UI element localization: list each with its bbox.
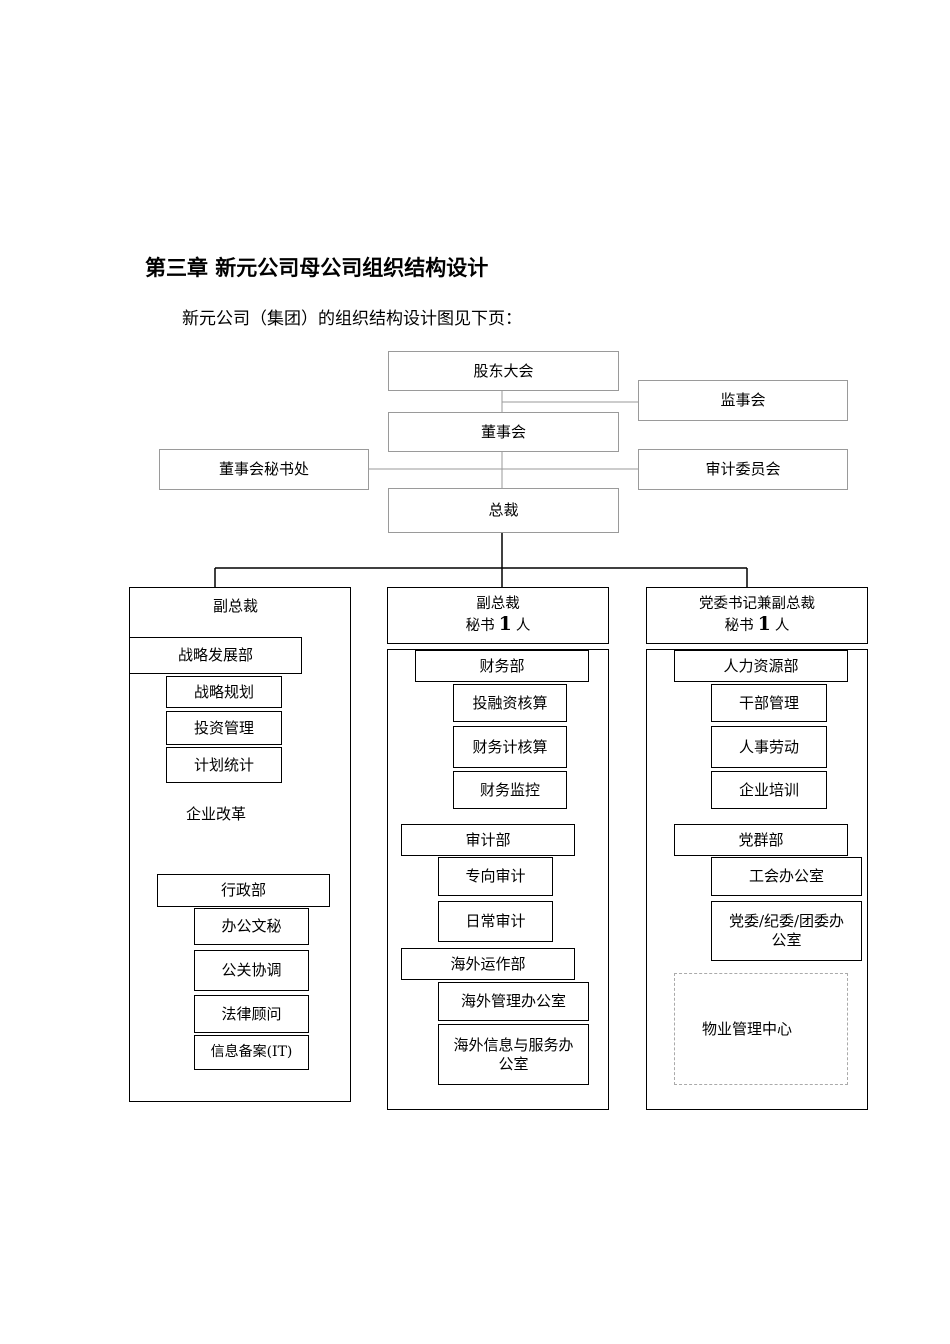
secretary-suffix: 人 [774,617,790,634]
finance-sub-box: 财务计核算 [453,726,567,768]
admin-sub-label: 信息备案(IT) [210,1044,293,1061]
party-sub-box: 党委/纪委/团委办公室 [711,901,862,961]
strategy-dept-label: 战略发展部 [177,646,253,665]
finance-dept-box: 财务部 [415,650,589,682]
party-dept-label: 党群部 [738,830,784,849]
finance-sub-box: 财务监控 [453,771,567,809]
board-label: 董事会 [480,422,526,441]
party-dept-box: 党群部 [674,824,848,856]
admin-sub-label: 法律顾问 [221,1004,282,1023]
strategy-dept-box: 战略发展部 [129,637,302,674]
admin-sub-label: 公关协调 [221,961,282,980]
audit-sub-label: 专向审计 [465,867,526,886]
secretary-suffix: 人 [515,617,531,634]
board-box: 董事会 [388,412,619,452]
party-sub-box: 工会办公室 [711,857,862,896]
admin-sub-box: 法律顾问 [194,995,309,1033]
audit-dept-label: 审计部 [465,830,511,849]
middle-head-label: 副总裁 [476,595,520,612]
hr-sub-label: 人事劳动 [738,737,799,756]
hr-sub-label: 干部管理 [738,693,799,712]
party-sub-label: 党委/纪委/团委办公室 [728,912,845,949]
overseas-sub-label: 海外管理办公室 [460,992,566,1011]
audit-dept-box: 审计部 [401,824,575,856]
hr-sub-label: 企业培训 [738,780,799,799]
admin-dept-box: 行政部 [157,874,330,907]
left-head-label: 副总裁 [213,597,259,615]
hr-sub-box: 企业培训 [711,771,827,809]
admin-sub-box: 信息备案(IT) [194,1035,309,1070]
hr-dept-label: 人力资源部 [723,656,799,675]
admin-sub-box: 办公文秘 [194,908,309,945]
finance-sub-label: 财务监控 [479,780,540,799]
secretary-prefix: 秘书 [465,617,495,634]
finance-sub-label: 财务计核算 [472,737,548,756]
supervisors-label: 监事会 [720,391,766,410]
audit-committee-label: 审计委员会 [705,460,781,479]
board-secretariat-label: 董事会秘书处 [218,460,309,479]
president-label: 总裁 [488,501,519,520]
secretary-count: 1 [498,612,512,635]
strategy-sub-box: 战略规划 [166,676,282,708]
hr-sub-box: 人事劳动 [711,726,827,768]
finance-dept-label: 财务部 [479,656,525,675]
strategy-sub-label: 战略规划 [193,682,254,701]
finance-sub-box: 投融资核算 [453,684,567,722]
hr-dept-box: 人力资源部 [674,650,848,682]
enterprise-reform-label: 企业改革 [186,805,247,823]
hr-sub-box: 干部管理 [711,684,827,722]
strategy-sub-label: 计划统计 [193,755,254,774]
property-center-label: 物业管理中心 [702,1020,793,1038]
president-box: 总裁 [388,488,619,533]
finance-sub-label: 投融资核算 [472,693,548,712]
chapter-heading: 第三章 新元公司母公司组织结构设计 [145,256,489,280]
strategy-sub-box: 计划统计 [166,747,282,783]
shareholders-box: 股东大会 [388,351,619,391]
overseas-dept-label: 海外运作部 [450,954,526,973]
shareholders-label: 股东大会 [473,361,534,380]
intro-text: 新元公司（集团）的组织结构设计图见下页： [182,309,522,329]
party-sub-label: 工会办公室 [748,867,824,886]
strategy-sub-box: 投资管理 [166,711,282,745]
audit-sub-label: 日常审计 [465,912,526,931]
audit-sub-box: 专向审计 [438,857,553,896]
property-center-box [674,973,848,1085]
audit-committee-box: 审计委员会 [638,449,848,490]
audit-sub-box: 日常审计 [438,901,553,942]
admin-sub-label: 办公文秘 [221,917,282,936]
overseas-sub-label: 海外信息与服务办公室 [453,1035,574,1073]
secretary-prefix: 秘书 [724,617,754,634]
right-head-label: 党委书记兼副总裁 [699,595,815,612]
supervisors-box: 监事会 [638,380,848,421]
admin-sub-box: 公关协调 [194,950,309,991]
strategy-sub-label: 投资管理 [193,718,254,737]
admin-dept-label: 行政部 [220,881,266,900]
overseas-dept-box: 海外运作部 [401,948,575,980]
board-secretariat-box: 董事会秘书处 [159,449,369,490]
overseas-sub-box: 海外管理办公室 [438,982,589,1021]
overseas-sub-box: 海外信息与服务办公室 [438,1024,589,1085]
secretary-count: 1 [757,612,771,635]
